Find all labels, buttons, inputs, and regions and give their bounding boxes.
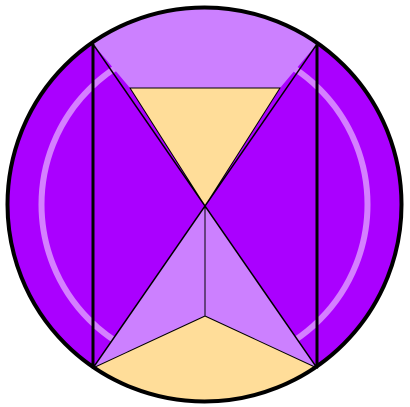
diagonal-right [92,43,318,369]
emblem-outline [5,5,404,404]
upper-sand [129,87,281,207]
